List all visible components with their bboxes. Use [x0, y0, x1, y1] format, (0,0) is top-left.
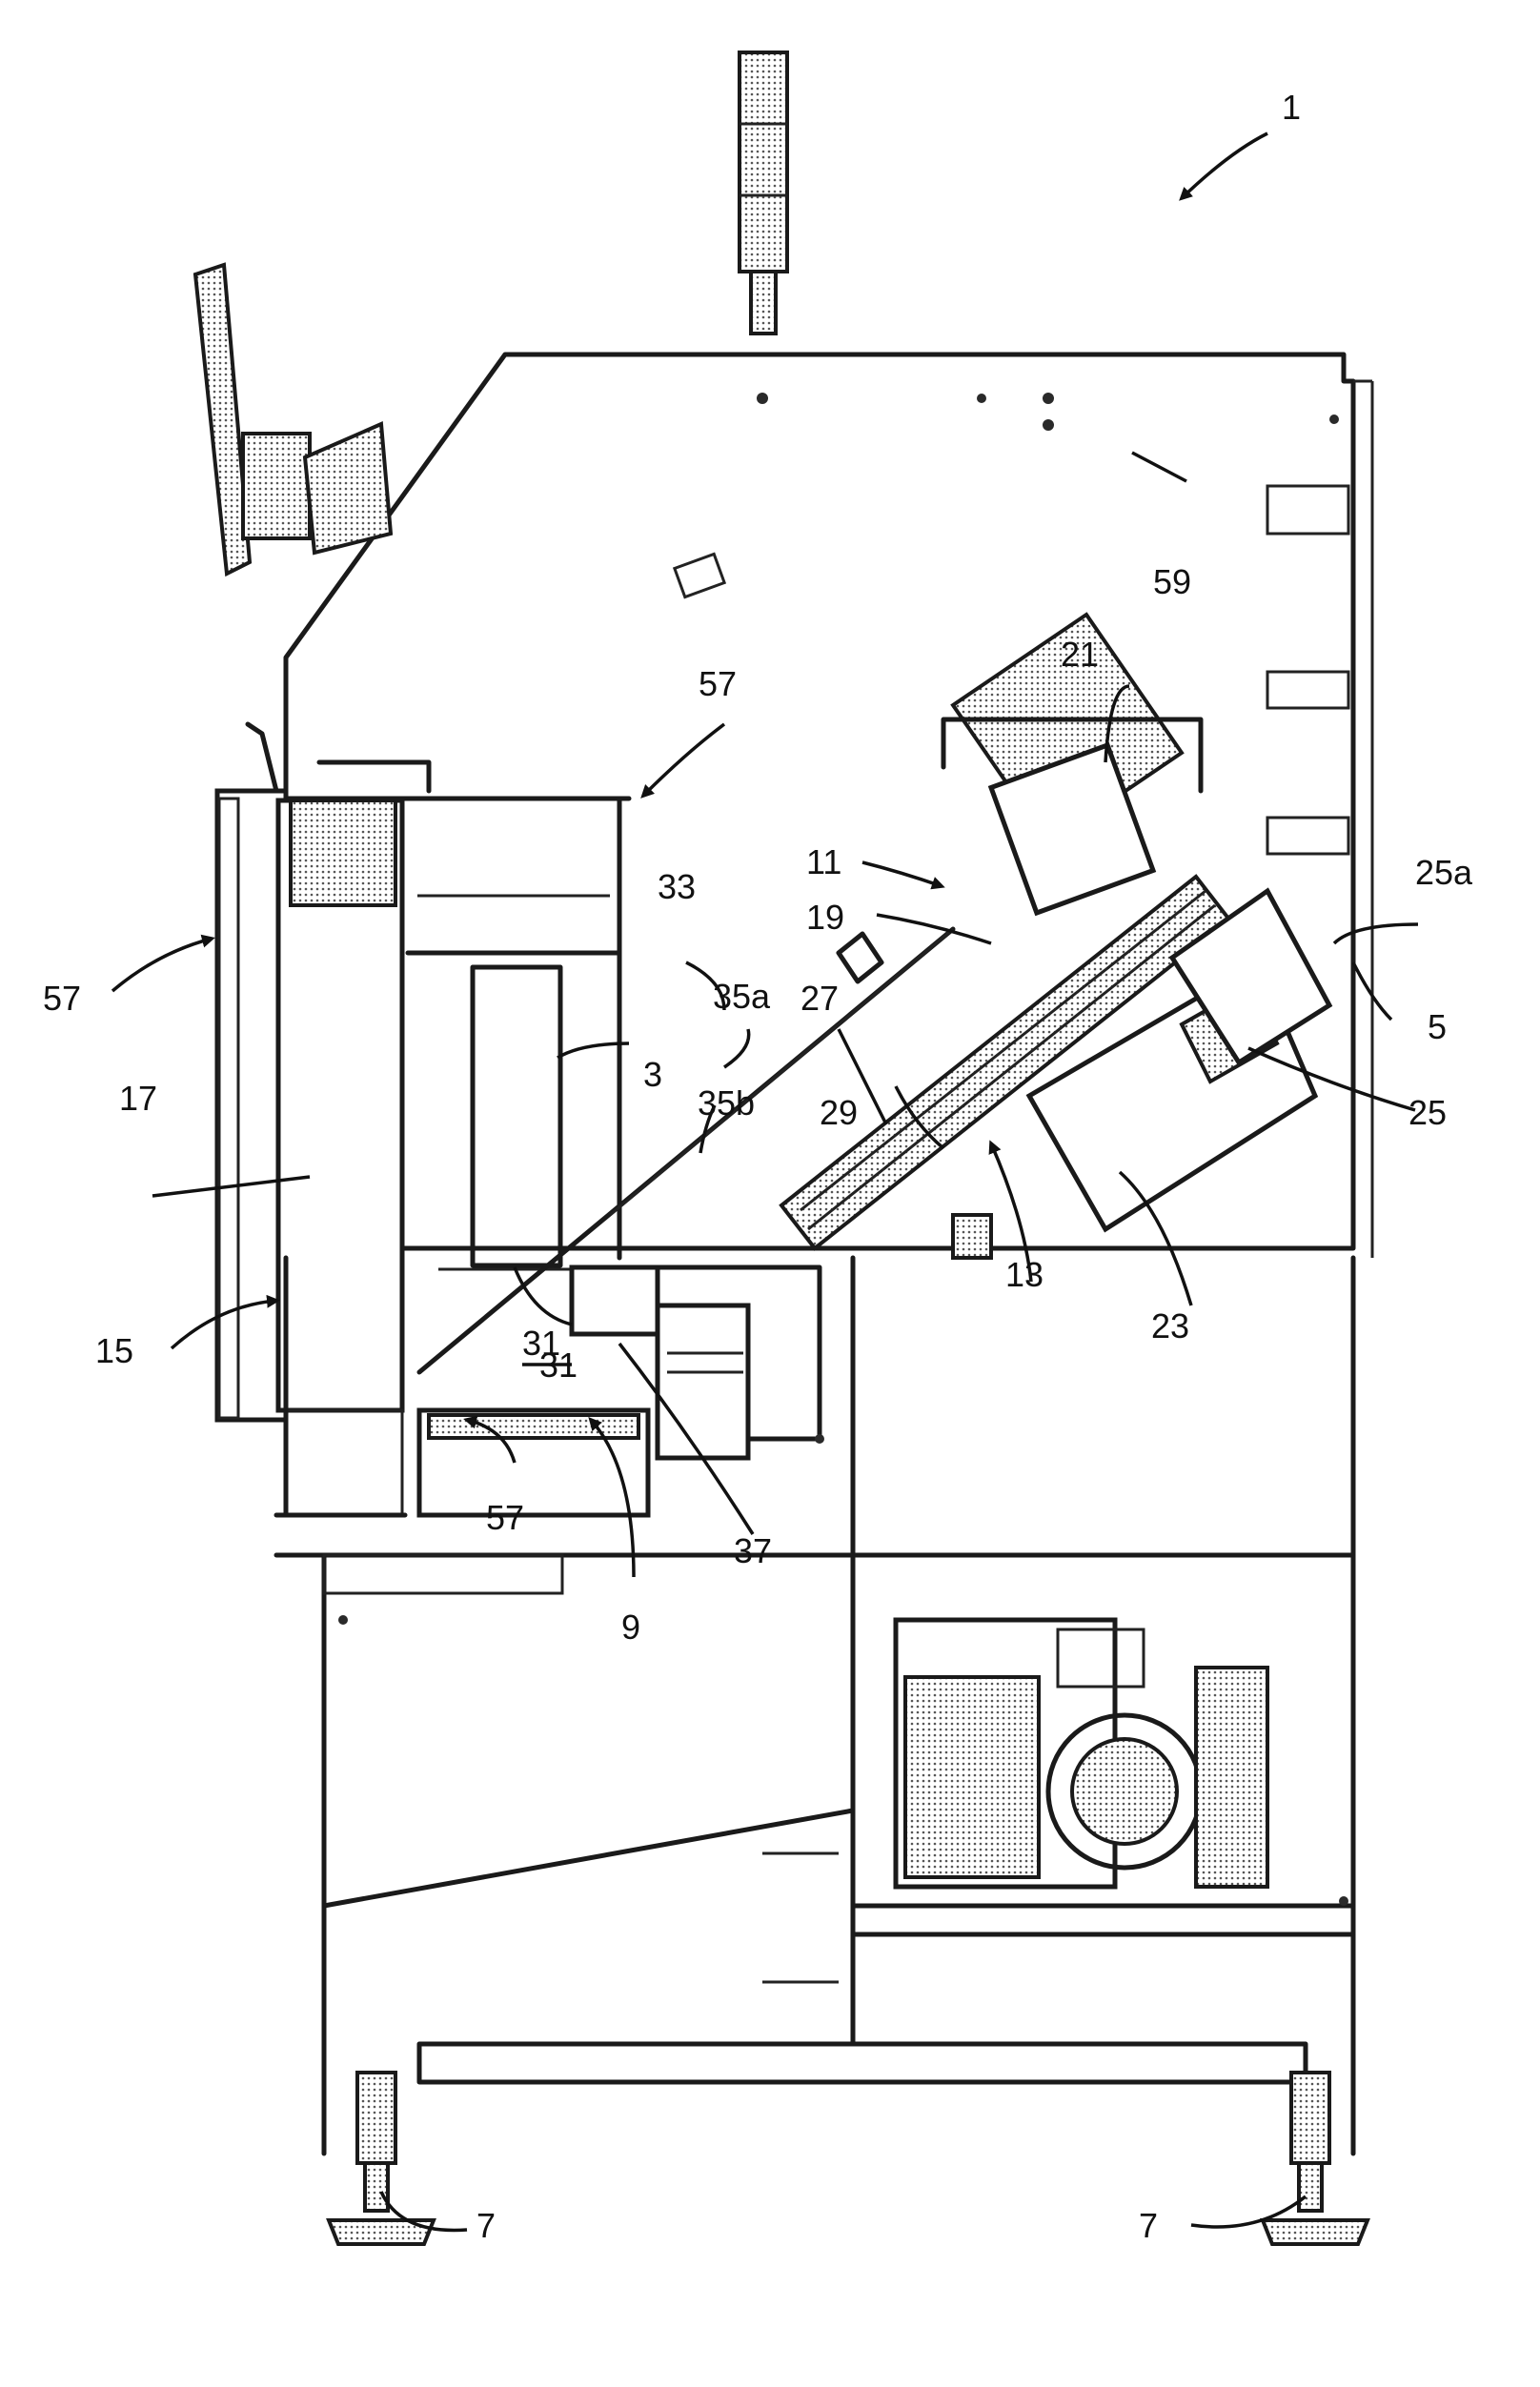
label-1: 1 [1282, 91, 1301, 125]
operator-screen [195, 265, 391, 574]
signal-tower [740, 52, 787, 334]
label-9: 9 [621, 1610, 640, 1645]
conveyor-unit [781, 615, 1329, 1258]
label-37: 37 [734, 1534, 772, 1568]
label-57-left: 57 [43, 981, 81, 1016]
label-21: 21 [1061, 637, 1099, 672]
lower-chassis [276, 1258, 1353, 2154]
label-13: 13 [1005, 1258, 1044, 1292]
label-25: 25 [1408, 1096, 1447, 1130]
label-27: 27 [800, 981, 839, 1016]
motor-unit [896, 1620, 1267, 1887]
label-23: 23 [1151, 1309, 1189, 1344]
label-31-b: 31 [539, 1348, 578, 1383]
label-33: 33 [658, 870, 696, 904]
label-3: 3 [643, 1058, 662, 1092]
label-35a: 35a [713, 980, 770, 1014]
front-door [217, 724, 429, 1515]
label-57-top: 57 [699, 667, 737, 701]
label-29: 29 [820, 1096, 858, 1130]
label-7-right: 7 [1139, 2209, 1158, 2243]
left-foot [329, 2073, 434, 2244]
label-19: 19 [806, 900, 844, 935]
label-5: 5 [1428, 1010, 1447, 1044]
label-7-left: 7 [476, 2209, 496, 2243]
label-57-bottom: 57 [486, 1501, 524, 1535]
label-35b: 35b [698, 1086, 755, 1121]
label-15: 15 [95, 1334, 133, 1368]
label-11: 11 [806, 845, 841, 880]
label-17: 17 [119, 1082, 157, 1116]
label-25a: 25a [1415, 856, 1472, 890]
label-59: 59 [1153, 565, 1191, 599]
